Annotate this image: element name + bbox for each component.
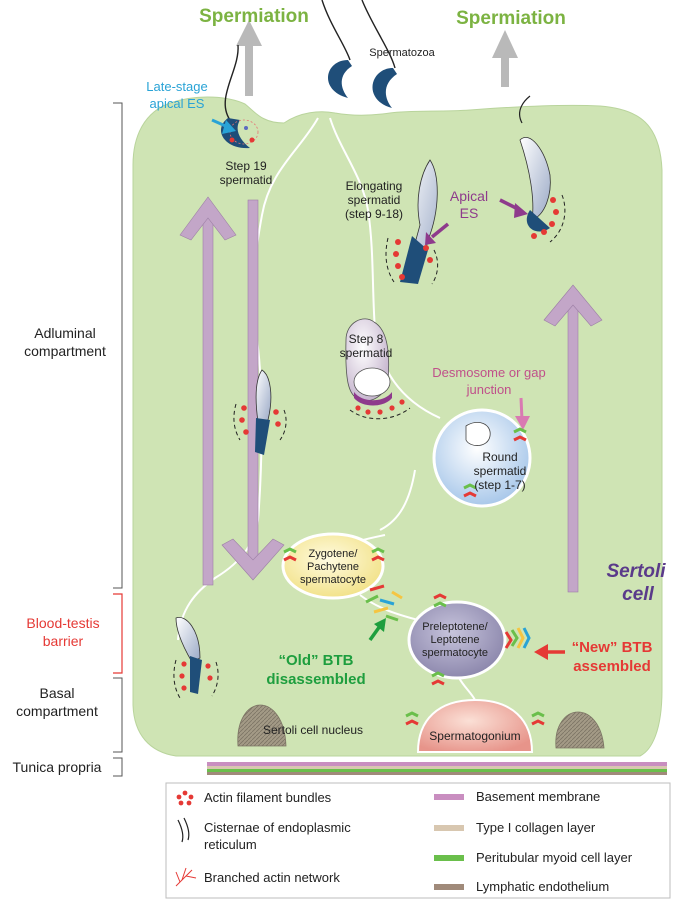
legend-cisternae-label-2: reticulum <box>204 837 257 852</box>
round-label-2: spermatid <box>474 464 527 478</box>
step19-label: Step 19 <box>225 159 267 173</box>
adluminal-bracket <box>113 102 123 589</box>
zygotene-label-2: Pachytene <box>307 561 359 573</box>
basal-label-2: compartment <box>16 703 98 719</box>
spermatogonium-label: Spermatogonium <box>429 729 520 743</box>
sertoli-nucleus-label: Sertoli cell nucleus <box>263 723 363 737</box>
legend-lymphatic-swatch <box>434 884 464 890</box>
apical-spermatid-right <box>518 95 566 243</box>
zygotene-label-3: spermatocyte <box>300 574 366 586</box>
spermiation-arrow-left <box>236 20 262 96</box>
tunica-bracket <box>113 757 123 777</box>
legend: Actin filament bundles Cisternae of endo… <box>165 782 671 899</box>
elongating-spermatid-basal <box>173 617 219 699</box>
preleptotene-label: Preleptotene/ <box>422 621 488 633</box>
spermiation-label-right: Spermiation <box>456 8 566 29</box>
junction-marker <box>283 547 385 562</box>
zygotene-label: Zygotene/ <box>309 548 359 560</box>
spermiation-label-left: Spermiation <box>199 6 309 27</box>
legend-actin-icon <box>176 790 194 806</box>
adluminal-label-2: compartment <box>24 343 106 359</box>
legend-actin-label: Actin filament bundles <box>204 790 332 805</box>
new-btb-label: “New” BTB <box>572 639 653 656</box>
late-stage-es-label-2: apical ES <box>150 96 205 111</box>
legend-lymphatic-label: Lymphatic endothelium <box>476 879 609 894</box>
spermatozoa-label: Spermatozoa <box>369 47 435 59</box>
old-btb-fragments <box>365 584 403 622</box>
desmosome-arrowhead <box>515 416 530 430</box>
step8-label-2: spermatid <box>340 346 393 360</box>
elongating-label: Elongating <box>346 179 403 193</box>
legend-collagen-swatch <box>434 825 464 831</box>
legend-basement-label: Basement membrane <box>476 789 600 804</box>
step8-spermatid <box>345 318 411 420</box>
late-stage-es-label: Late-stage <box>146 79 207 94</box>
sertoli-boundary-line <box>329 117 441 419</box>
btb-bracket <box>113 593 123 674</box>
desmosome-label-2: junction <box>466 382 512 397</box>
preleptotene-label-3: spermatocyte <box>422 647 488 659</box>
basal-label: Basal <box>39 685 74 701</box>
round-label: Round <box>482 450 517 464</box>
spermatozoa <box>321 0 397 108</box>
junction-marker <box>405 711 545 726</box>
elongating-spermatid-left <box>233 369 287 455</box>
legend-branched-label: Branched actin network <box>204 870 340 885</box>
apical-es-arrowhead-right <box>514 203 528 218</box>
old-btb-arrowhead <box>374 618 386 632</box>
old-btb-arrow <box>368 624 382 642</box>
sertoli-cell-label: Sertoli <box>606 561 666 582</box>
late-stage-es-arrowhead <box>222 120 236 134</box>
old-btb-label: “Old” BTB <box>279 652 354 669</box>
new-btb-label-2: assembled <box>573 658 651 675</box>
legend-cisternae-label: Cisternae of endoplasmic <box>204 820 351 835</box>
sertoli-nucleus-shape <box>237 704 287 747</box>
sertoli-cell-body <box>132 96 663 757</box>
apical-es-label-2: ES <box>460 205 479 221</box>
basal-bracket <box>113 677 123 753</box>
elongating-label-2: spermatid <box>348 193 401 207</box>
legend-branched-icon <box>175 867 197 887</box>
desmosome-label: Desmosome or gap <box>432 365 545 380</box>
new-btb-arrowhead <box>534 644 548 660</box>
junction-marker <box>431 593 447 686</box>
old-btb-label-2: disassembled <box>266 671 365 688</box>
sertoli-cell-label-2: cell <box>622 584 654 605</box>
step19-label-2: spermatid <box>220 173 273 187</box>
cycle-arrow-up-left <box>179 196 237 586</box>
round-spermatid <box>432 408 532 508</box>
tunica-propria-layers <box>207 762 667 775</box>
round-label-3: (step 1-7) <box>474 478 525 492</box>
legend-myoid-label: Peritubular myoid cell layer <box>476 850 633 865</box>
zygotene-pachytene-spermatocyte <box>281 532 385 600</box>
legend-box <box>165 782 671 899</box>
preleptotene-label-2: Leptotene <box>431 634 480 646</box>
sertoli-nucleus-shape-right <box>555 711 605 749</box>
elongating-label-3: (step 9-18) <box>345 207 403 221</box>
step8-label: Step 8 <box>349 332 384 346</box>
new-btb-junctions <box>504 627 531 649</box>
btb-label-2: barrier <box>43 633 84 649</box>
spermiation-arrow-right <box>492 30 518 87</box>
adluminal-label: Adluminal <box>34 325 95 341</box>
preleptotene-leptotene-spermatocyte <box>407 600 507 680</box>
junction-marker <box>463 427 527 498</box>
apical-es-label: Apical <box>450 188 488 204</box>
tunica-label: Tunica propria <box>13 759 102 775</box>
legend-collagen-label: Type I collagen layer <box>476 820 596 835</box>
legend-myoid-swatch <box>434 855 464 861</box>
cycle-arrow-up-right <box>543 284 603 593</box>
apical-es-arrow-left <box>430 222 450 239</box>
spermatogonium <box>416 698 534 753</box>
btb-label: Blood-testis <box>26 615 99 631</box>
legend-basement-swatch <box>434 794 464 800</box>
legend-cisternae-icon <box>177 817 190 843</box>
apical-es-arrowhead-left <box>425 232 436 245</box>
